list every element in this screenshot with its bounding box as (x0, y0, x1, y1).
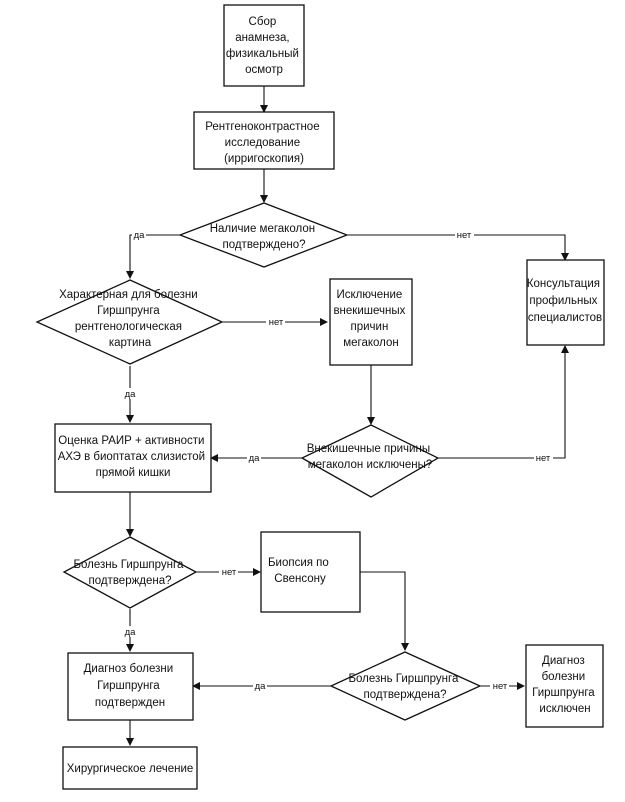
edge-label-causes-no: нет (536, 453, 551, 464)
node-xray: Рентгеноконтрастное исследование (ирриго… (193, 111, 335, 170)
node-anamnesis: Сбор анамнеза, физикальный осмотр (223, 4, 305, 87)
node-consult: Консультация профильных специалистов (526, 259, 605, 346)
node-xray-label: Рентгеноконтрастное исследование (ирриго… (205, 121, 323, 165)
edge-megacolon-no (347, 234, 569, 261)
edge-swenson-to-hd2 (360, 571, 409, 651)
node-hd-confirmed-2-label: Болезнь Гиршпрунга подтверждена? (348, 673, 461, 701)
node-megacolon-confirmed: Наличие мегаколон подтверждено? (178, 202, 349, 268)
node-exclude-causes-label: Исключение внекишечных причин мегаколон (333, 289, 408, 349)
edge-label-hd1-yes: да (125, 627, 137, 638)
edge-label-megacolon-no: нет (457, 230, 472, 241)
edge-label-causes-yes: да (249, 453, 261, 464)
node-typical-picture-label: Характерная для болезни Гиршпрунга рентг… (59, 289, 201, 349)
edge-label-typical-yes: да (125, 389, 137, 400)
node-swenson-biopsy-label: Биопсия по Свенсону (268, 557, 332, 585)
edge-label-hd2-no: нет (493, 681, 508, 692)
edge-megacolon-yes (126, 234, 180, 279)
node-anamnesis-label: Сбор анамнеза, физикальный осмотр (226, 16, 302, 76)
node-consult-label: Консультация профильных специалистов (527, 278, 603, 324)
node-surgery: Хирургическое лечение (62, 746, 198, 790)
node-causes-excluded-label: Внекишечные причины мегаколон исключены? (307, 443, 434, 471)
node-exclude-causes: Исключение внекишечных причин мегаколон (329, 278, 413, 366)
node-swenson-biopsy: Биопсия по Свенсону (260, 531, 361, 613)
node-hd-confirmed-1-label: Болезнь Гиршпрунга подтверждена? (73, 559, 186, 587)
node-diagnosis-excluded: Диагноз болезни Гиршпрунга исключен (525, 644, 604, 728)
edge-label-megacolon-yes: да (134, 230, 146, 241)
node-diagnosis-confirmed-label: Диагноз болезни Гиршпрунга подтвержден (84, 663, 177, 709)
edge-causes-no (438, 345, 569, 459)
node-causes-excluded: Внекишечные причины мегаколон исключены? (300, 424, 440, 498)
node-raar-ache: Оценка РАИР + активности АХЭ в биоптатах… (54, 423, 212, 493)
node-hd-confirmed-2: Болезнь Гиршпрунга подтверждена? (329, 651, 482, 721)
edge-label-hd2-yes: да (255, 681, 267, 692)
node-diagnosis-excluded-label: Диагноз болезни Гиршпрунга исключен (532, 655, 598, 715)
edge-label-hd1-no: нет (222, 567, 237, 578)
edges (126, 86, 569, 746)
node-typical-picture: Характерная для болезни Гиршпрунга рентг… (35, 279, 224, 365)
edge-labels: да нет нет да да нет нет да да нет (123, 229, 553, 692)
node-raar-ache-label: Оценка РАИР + активности АХЭ в биоптатах… (58, 435, 209, 479)
node-diagnosis-confirmed: Диагноз болезни Гиршпрунга подтвержден (67, 652, 194, 721)
node-megacolon-confirmed-label: Наличие мегаколон подтверждено? (210, 223, 319, 251)
node-hd-confirmed-1: Болезнь Гиршпрунга подтверждена? (62, 536, 198, 609)
node-surgery-label: Хирургическое лечение (67, 763, 194, 775)
edge-label-typical-no: нет (269, 317, 284, 328)
